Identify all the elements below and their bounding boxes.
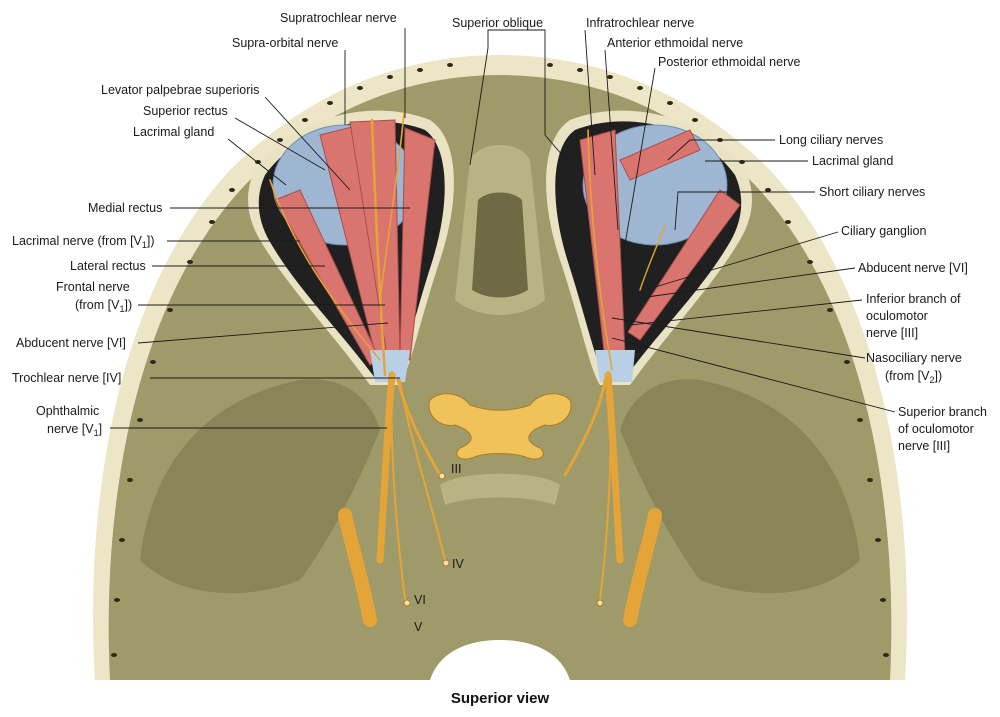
label-levator-palpebrae: Levator palpebrae superioris	[101, 83, 259, 97]
label-lacrimal-nerve: Lacrimal nerve (from [V1])	[12, 234, 155, 250]
label-superior-branch-2: of oculomotor	[898, 422, 974, 436]
ophthalmic-left	[376, 371, 396, 564]
skull-base-illustration	[93, 55, 907, 680]
medial-rectus-muscle	[399, 127, 436, 361]
lateral-rectus-muscle-right	[627, 189, 741, 341]
leader-lines	[110, 28, 896, 429]
label-inferior-branch-3: nerve [III]	[866, 326, 918, 340]
label-superior-rectus: Superior rectus	[143, 104, 228, 118]
dorsum-sellae	[440, 473, 560, 505]
middle-fossa-right	[620, 379, 860, 594]
label-frontal-nerve-2: (from [V1])	[75, 298, 132, 314]
label-medial-rectus: Medial rectus	[88, 201, 162, 215]
trigeminal-trunk-left	[338, 508, 377, 627]
frontal-nerve-left	[370, 118, 387, 377]
label-trochlear-nerve: Trochlear nerve [IV]	[12, 371, 121, 385]
label-ophthalmic-1: Ophthalmic	[36, 404, 99, 418]
label-lacrimal-gland-right: Lacrimal gland	[812, 154, 893, 168]
trochlear-left	[399, 379, 446, 561]
label-superior-branch-1: Superior branch	[898, 405, 987, 419]
label-nasociliary-main: (from [V	[885, 369, 930, 383]
figure-caption: Superior view	[450, 690, 550, 707]
stump-VI-right	[596, 599, 604, 607]
label-ophthalmic-end: ]	[99, 422, 102, 436]
label-inferior-branch-1: Inferior branch of	[866, 292, 961, 306]
label-infratrochlear-nerve: Infratrochlear nerve	[586, 16, 694, 30]
label-cn-IV: IV	[452, 557, 464, 571]
label-supratrochlear-nerve: Supratrochlear nerve	[280, 11, 397, 25]
label-short-ciliary-nerves: Short ciliary nerves	[819, 185, 925, 199]
stump-IV	[442, 559, 450, 567]
label-lateral-rectus: Lateral rectus	[70, 259, 146, 273]
label-inferior-branch-2: oculomotor	[866, 309, 928, 323]
label-superior-oblique: Superior oblique	[452, 16, 543, 30]
label-abducent-nerve-right: Abducent nerve [VI]	[858, 261, 968, 275]
lacrimal-nerve-left	[269, 179, 381, 361]
label-nasociliary-1: Nasociliary nerve	[866, 351, 962, 365]
label-cn-VI: VI	[414, 593, 426, 607]
label-lacrimal-gland-left: Lacrimal gland	[133, 125, 214, 139]
label-nasociliary-sub: 2	[929, 375, 934, 385]
supratrochlear-left	[379, 111, 405, 301]
label-ciliary-ganglion: Ciliary ganglion	[841, 224, 927, 238]
oculomotor-right	[563, 378, 607, 477]
short-ciliary-right	[639, 224, 666, 291]
middle-fossa-left	[140, 379, 380, 594]
label-nasociliary-2: (from [V2])	[885, 369, 942, 385]
label-frontal-nerve-sub: 1	[119, 304, 124, 314]
cribriform-plate	[472, 192, 528, 298]
tendon-ring-right	[595, 350, 635, 382]
abducent-left	[390, 379, 406, 601]
label-cn-V: V	[414, 620, 423, 634]
label-lacrimal-nerve-main: Lacrimal nerve (from [V	[12, 234, 143, 248]
anterior-clinoid-processes	[428, 393, 572, 460]
label-cn-III: III	[451, 462, 461, 476]
label-ophthalmic-2: nerve [V1]	[47, 422, 102, 438]
nerves	[269, 111, 666, 627]
label-posterior-ethmoidal-nerve: Posterior ethmoidal nerve	[658, 55, 800, 69]
label-abducent-nerve-left: Abducent nerve [VI]	[16, 336, 126, 350]
label-frontal-nerve-main: (from [V	[75, 298, 120, 312]
label-long-ciliary-nerves: Long ciliary nerves	[779, 133, 883, 147]
label-lacrimal-nerve-sub: 1	[142, 240, 147, 250]
label-frontal-nerve-1: Frontal nerve	[56, 280, 130, 294]
label-ophthalmic-main: nerve [V	[47, 422, 94, 436]
trigeminal-trunk-right	[623, 508, 662, 627]
label-lacrimal-nerve-end: ])	[147, 234, 155, 248]
nasociliary-right	[587, 129, 613, 371]
foramen-magnum	[430, 640, 570, 680]
diploe-dots	[111, 63, 889, 657]
stump-III	[438, 472, 446, 480]
label-superior-branch-3: nerve [III]	[898, 439, 950, 453]
superior-oblique-tendon-right	[619, 129, 701, 181]
label-anterior-ethmoidal-nerve: Anterior ethmoidal nerve	[607, 36, 743, 50]
stump-VI	[403, 599, 411, 607]
label-nasociliary-end: ])	[934, 369, 942, 383]
tendon-ring-left	[370, 350, 410, 382]
label-supra-orbital-nerve: Supra-orbital nerve	[232, 36, 338, 50]
label-frontal-nerve-end: ])	[124, 298, 132, 312]
labels: Supratrochlear nerve Superior oblique In…	[12, 11, 987, 634]
abducent-right	[599, 379, 612, 601]
label-ophthalmic-sub: 1	[94, 428, 99, 438]
